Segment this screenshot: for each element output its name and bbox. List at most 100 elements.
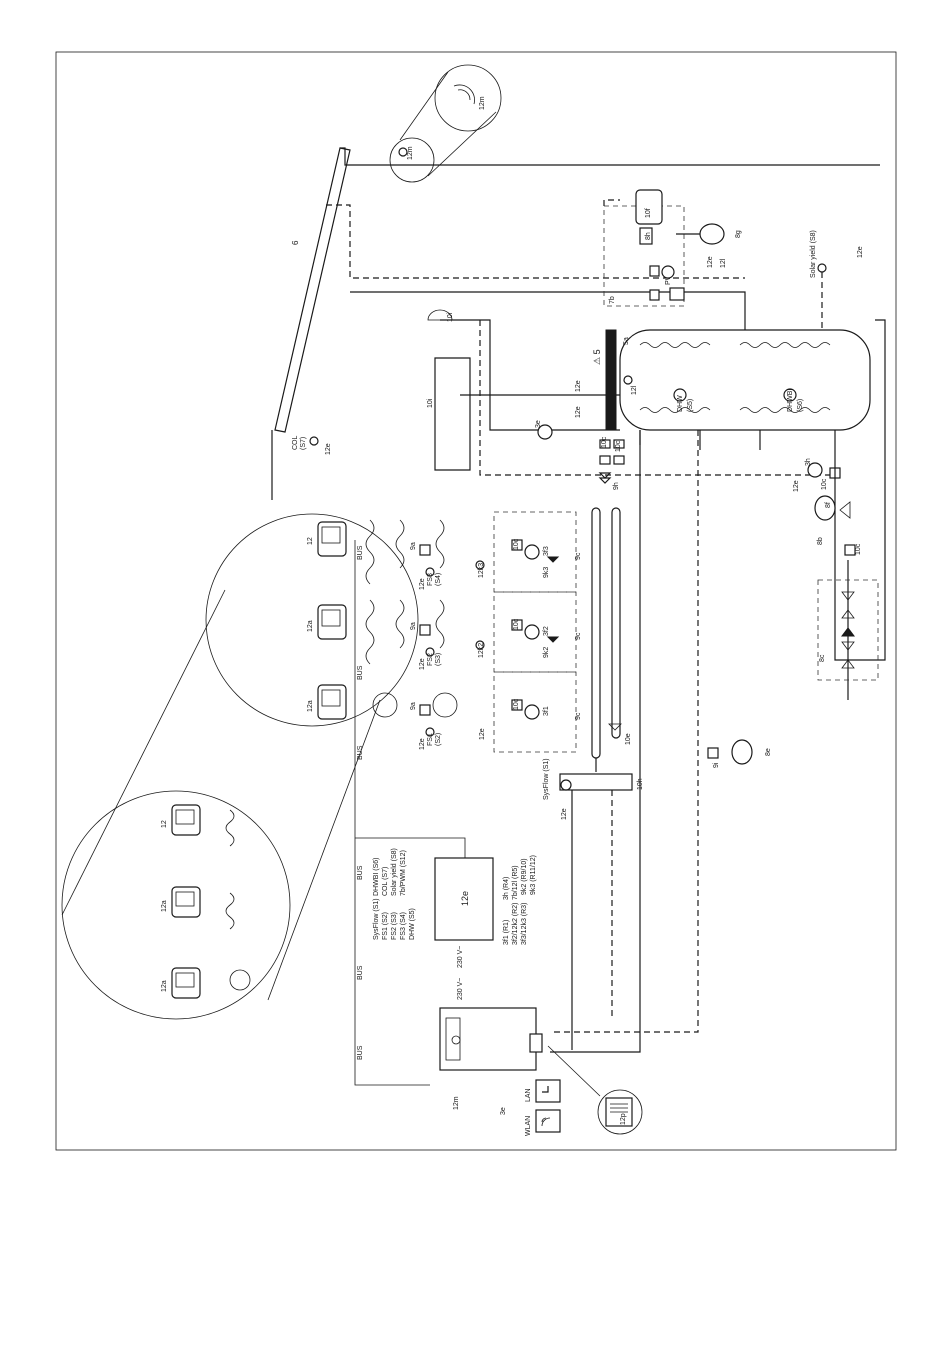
- heat-generator: 230 V~ 12m 3e: [439, 978, 543, 1115]
- room-controllers-zoomed: 12 12a 12a: [161, 804, 251, 999]
- mixer-9k3-label: 9k3: [543, 567, 550, 578]
- svg-text:12e: 12e: [575, 406, 582, 418]
- input-fs3: FS3 (S4): [400, 912, 407, 940]
- room-controller-3[interactable]: [317, 521, 347, 557]
- valve-9c-2-label: 9c: [575, 632, 582, 640]
- pump-3e-label: 3e: [535, 420, 542, 428]
- input-fs2: FS2 (S3): [391, 912, 398, 940]
- vessel-10f: [635, 189, 663, 225]
- solar-yield-icon: [817, 263, 827, 273]
- solar-yield-label: Solar yield (S8): [810, 230, 817, 278]
- tank-warning: ⚠ 5: [592, 349, 602, 365]
- svg-text:10c: 10c: [513, 618, 520, 630]
- dhw-circuit: 3e 10c 10c 9h 3h 10c 12e 8f 8b 10c: [479, 319, 886, 700]
- output-9k2: 9k2 (R9/10): [521, 858, 528, 895]
- generator-pump-label: 3e: [500, 1107, 507, 1115]
- controller-inputs: SysFlow (S1) FS1 (S2) FS2 (S3) FS3 (S4) …: [373, 848, 416, 940]
- hydraulic-switch: SysFlow (S1) 10h 12e: [543, 430, 699, 1053]
- solar-collector: 6 COL (S7) 12e: [271, 147, 880, 500]
- controller-box[interactable]: [434, 857, 494, 941]
- vessel-10f-label: 10f: [645, 208, 652, 218]
- room-controller-2[interactable]: [317, 604, 347, 640]
- bus-label-3: BUS: [357, 745, 364, 760]
- svg-text:12e: 12e: [575, 380, 582, 392]
- top-sensor-icon: [398, 147, 408, 157]
- output-3f1: 3f1 (R1): [503, 920, 510, 945]
- room-controller-1[interactable]: [317, 684, 347, 720]
- svg-text:12e: 12e: [419, 738, 426, 750]
- collector-label: 6: [291, 240, 300, 245]
- wlan-module[interactable]: [535, 1109, 561, 1133]
- heating-circuits-zoom: [61, 513, 419, 1020]
- sensor-12k2-label: 12k2: [478, 643, 485, 658]
- fs2-label: FS2: [427, 653, 434, 666]
- col-sensor-id: (S7): [300, 437, 307, 450]
- input-solar-yield: Solar yield (S8): [391, 848, 398, 896]
- vessel-8f-label: 8f: [825, 502, 832, 508]
- circuit-1: 9a 3f1 10c 9c FS1 (S2) 12e 12e: [372, 671, 582, 753]
- network-modules: LAN WLAN: [525, 1079, 561, 1136]
- mixer-9h-label: 9h: [613, 482, 620, 490]
- vessel-8f: [814, 495, 836, 521]
- wire-12e-col: 12e: [325, 443, 332, 455]
- solar-station: 7b PWM 8h 10f 8g 12e 12l: [603, 189, 742, 307]
- dhw-consumers: 10i 10i: [427, 309, 620, 471]
- controller-supply-label: 230 V~: [457, 946, 464, 968]
- pump-3f3-label: 3f3: [543, 546, 550, 556]
- input-sysflow: SysFlow (S1): [373, 898, 380, 940]
- mixer-9k2-label: 9k2: [543, 647, 550, 658]
- sensor-12k3-label: 12k3: [478, 563, 485, 578]
- col-sensor-label: COL: [292, 436, 299, 451]
- room-controllers: 12a 12a 12: [307, 521, 347, 720]
- fs1-id: (S2): [435, 733, 442, 746]
- valve-9a-3-label: 9a: [410, 542, 417, 550]
- svg-text:12e: 12e: [479, 728, 486, 740]
- pump-3h-label: 3h: [805, 458, 812, 466]
- valve-10e-label: 10e: [625, 733, 632, 745]
- valve-9i-label: 9i: [713, 762, 720, 768]
- bus-wiring: BUS BUS BUS BUS BUS BUS: [354, 540, 466, 1086]
- circuit-2: 9a 3f2 10c 9k2 9c 12k2 FS2 (S3) 12e: [365, 591, 582, 673]
- valve-8b-label: 8b: [817, 537, 824, 545]
- storage-tank: 5a ⚠ 5 DHW (S5) DHWBI (S6) 12l 12e 12e: [575, 329, 871, 450]
- fs1-label: FS1: [427, 733, 434, 746]
- zoom-ctrl-1-label: 12a: [161, 980, 168, 992]
- room-ctrl-2-label: 12a: [307, 620, 314, 632]
- dhw-label: DHW: [677, 395, 684, 412]
- valve-9a-1-label: 9a: [410, 702, 417, 710]
- generator-control-zoom: 12p: [547, 1045, 643, 1135]
- svg-text:10i: 10i: [447, 312, 454, 322]
- wire-12m-label: 12m: [453, 1096, 460, 1110]
- solar-station-label: 7b: [609, 296, 616, 304]
- bottom-sensor-label: 12m: [479, 96, 486, 110]
- bus-label-4: BUS: [357, 865, 364, 880]
- output-3f3: 3f3/12k3 (R3): [521, 903, 528, 945]
- input-dhwbi: DHWBI (S6): [373, 858, 380, 897]
- valve-9c-1-label: 9c: [575, 712, 582, 720]
- pump-3f2-label: 3f2: [543, 626, 550, 636]
- svg-text:10c: 10c: [855, 543, 862, 555]
- svg-text:8h: 8h: [645, 232, 652, 240]
- tank-label: 5a: [623, 337, 630, 345]
- bus-label-2: BUS: [357, 665, 364, 680]
- heat-generator-box[interactable]: [439, 1007, 537, 1071]
- output-3f2: 3f2/12k2 (R2): [512, 903, 519, 945]
- solar-yield-sensor: Solar yield (S8) 12e: [810, 230, 864, 330]
- input-col: COL (S7): [382, 867, 389, 896]
- controller-label: 12e: [460, 891, 470, 906]
- wire-12e-station: 12e: [707, 256, 714, 268]
- lan-label: LAN: [525, 1088, 532, 1102]
- top-sensor-zoom: 12m 12m: [389, 64, 502, 183]
- zoom-ctrl-3-label: 12: [161, 820, 168, 828]
- dhwbi-id: (S6): [797, 399, 804, 412]
- circuit-3: 9a 3f3 10c 9k3 9c 12k3 FS3 (S4) 12e: [365, 511, 582, 593]
- solar-expansion-vessel-label: 8g: [735, 230, 742, 238]
- input-fs1: FS1 (S2): [382, 912, 389, 940]
- svg-text:12e: 12e: [419, 658, 426, 670]
- svg-text:10c: 10c: [513, 698, 520, 710]
- bus-label-1: BUS: [357, 545, 364, 560]
- pump-3f1-label: 3f1: [543, 706, 550, 716]
- controller-12e: 12e 230 V~: [434, 857, 494, 968]
- svg-text:10c: 10c: [601, 436, 608, 448]
